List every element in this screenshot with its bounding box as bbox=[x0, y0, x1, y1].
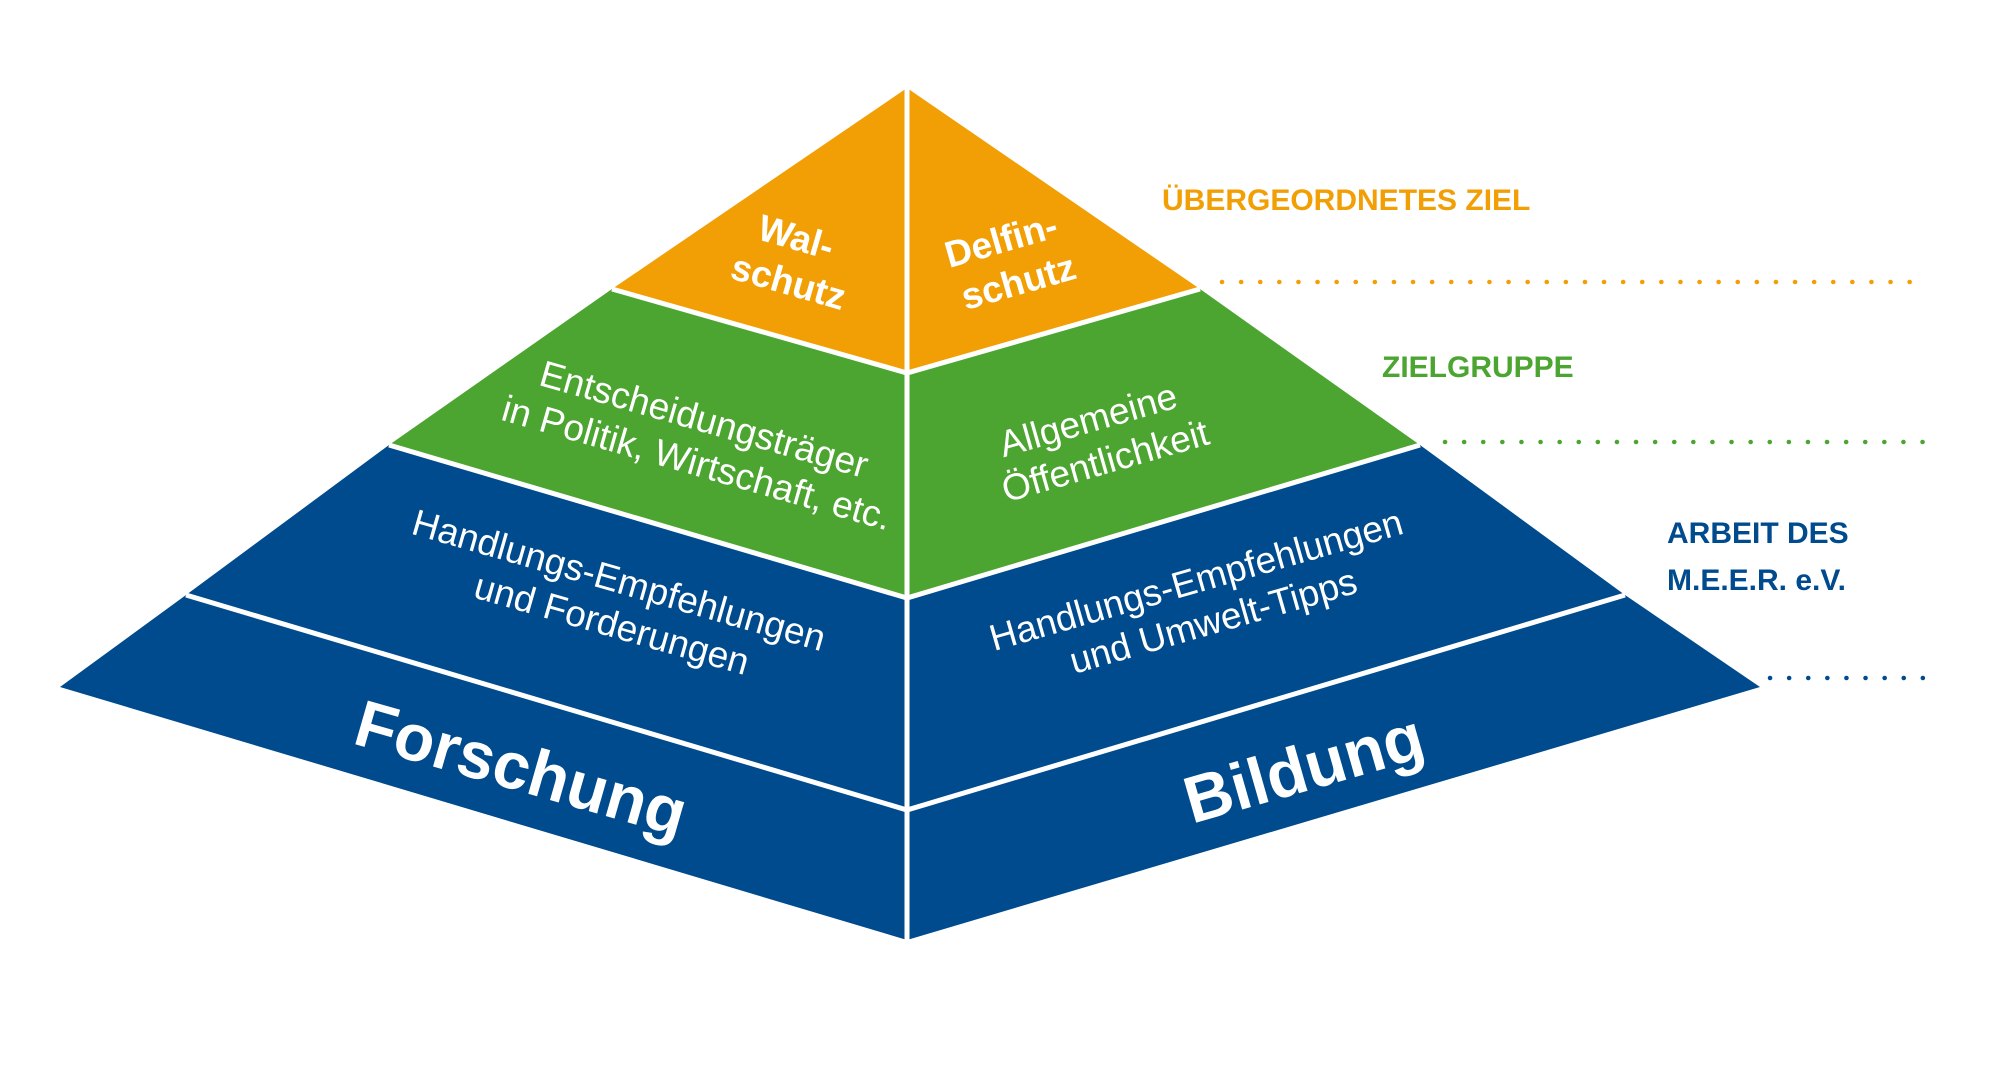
divider-audience-work bbox=[388, 442, 1421, 601]
audience-level-label: ZIELGRUPPE bbox=[1382, 351, 1574, 384]
audience-right-segment bbox=[907, 289, 1420, 598]
work-left-middle-segment bbox=[186, 445, 907, 810]
audience-left-segment bbox=[389, 289, 907, 598]
divider-goal-audience bbox=[611, 286, 1201, 376]
work-left-base-segment bbox=[60, 595, 907, 940]
work-right-base-segment bbox=[907, 595, 1760, 940]
pyramid-dividers bbox=[185, 82, 1626, 945]
work-right-middle-segment bbox=[907, 445, 1625, 810]
divider-middle-base bbox=[185, 592, 1626, 813]
goal-right-segment bbox=[907, 88, 1200, 373]
goal-left-segment bbox=[612, 88, 907, 373]
goal-level-label: ÜBERGEORDNETES ZIEL bbox=[1162, 184, 1530, 217]
work-level-label: ARBEIT DES M.E.E.R. e.V. bbox=[1667, 517, 1857, 597]
